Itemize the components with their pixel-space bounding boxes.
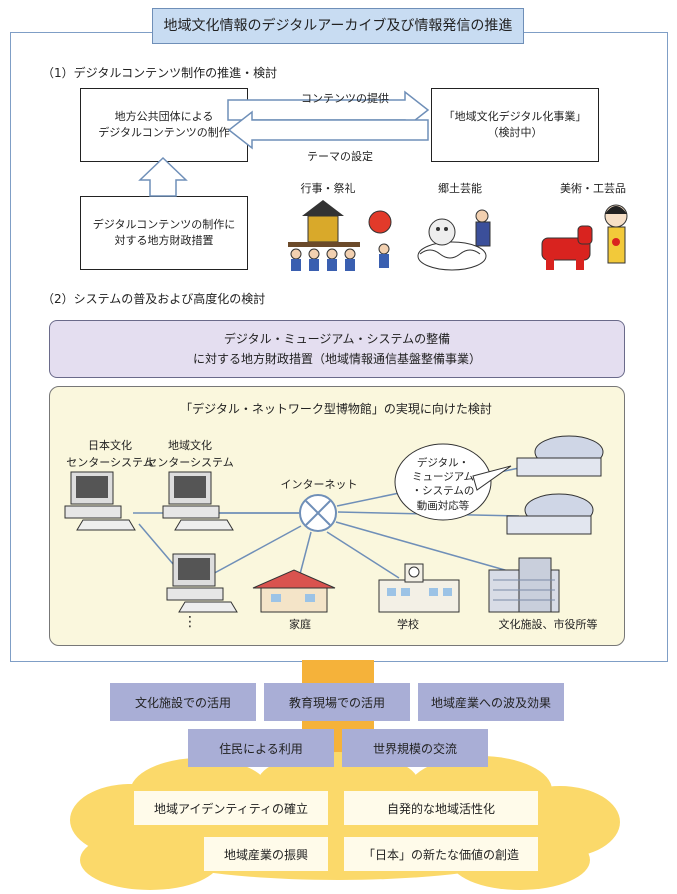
facilities-icon (488, 557, 560, 613)
japan-center-computer-icon (64, 471, 136, 531)
digital-museum-fiscal-box: デジタル・ミュージアム・システムの整備 に対する地方財政措置（地域情報通信基盤整… (49, 320, 625, 378)
result-new-value: 「日本」の新たな価値の創造 (344, 837, 538, 871)
speech-bubble (394, 443, 512, 521)
dome-building-icon (516, 435, 604, 477)
category-folk-arts: 郷土芸能 (438, 182, 482, 195)
effect-global-exchange: 世界規模の交流 (342, 729, 488, 767)
facilities-label: 文化施設、市役所等 (498, 618, 598, 631)
effect-education: 教育現場での活用 (264, 683, 410, 721)
section2-heading: （2）システムの普及および高度化の検討 (42, 292, 266, 306)
effect-cultural-facilities: 文化施設での活用 (110, 683, 256, 721)
effect-industry: 地域産業への波及効果 (418, 683, 564, 721)
result-revitalization: 自発的な地域活性化 (344, 791, 538, 825)
project-box: 「地域文化デジタル化事業」 （検討中） (431, 88, 599, 162)
internet-hub-icon (299, 494, 337, 532)
internet-label: インターネット (280, 478, 358, 491)
network-title: 「デジタル・ネットワーク型博物館」の実現に向けた検討 (180, 402, 492, 416)
provide-label: コンテンツの提供 (301, 92, 389, 105)
school-icon (378, 563, 460, 613)
theme-label: テーマの設定 (307, 150, 373, 163)
category-illustrations (288, 200, 628, 271)
result-identity: 地域アイデンティティの確立 (134, 791, 328, 825)
client-computer-icon (166, 553, 238, 613)
network-diagram (64, 435, 604, 613)
crafts-illustration (541, 204, 628, 270)
festival-illustration (288, 200, 392, 271)
result-industry: 地域産業の振興 (204, 837, 328, 871)
japan-center-label: 日本文化 センターシステム (66, 439, 154, 469)
school-label: 学校 (397, 618, 419, 631)
dome-building-icon (506, 493, 594, 535)
bubble-text: デジタル・ ミュージアム ・システムの 動画対応等 (411, 457, 475, 512)
up-arrow (138, 156, 188, 197)
fiscal-measure-box: デジタルコンテンツの制作に 対する地方財政措置 (80, 196, 248, 270)
page-title: 地域文化情報のデジタルアーカイブ及び情報発信の推進 (152, 8, 524, 44)
theme-arrow (227, 110, 429, 150)
home-label: 家庭 (289, 618, 311, 631)
regional-center-label: 地域文化 センターシステム (146, 439, 234, 469)
effect-residents: 住民による利用 (188, 729, 334, 767)
home-icon (252, 569, 336, 613)
regional-center-computer-icon (162, 471, 234, 531)
category-crafts: 美術・工芸品 (560, 182, 626, 195)
folk-arts-illustration (417, 209, 491, 271)
section1-heading: （1）デジタルコンテンツ制作の推進・検討 (42, 66, 278, 80)
more-computers-ellipsis: ⋮ (183, 614, 197, 630)
category-festival: 行事・祭礼 (300, 182, 356, 195)
